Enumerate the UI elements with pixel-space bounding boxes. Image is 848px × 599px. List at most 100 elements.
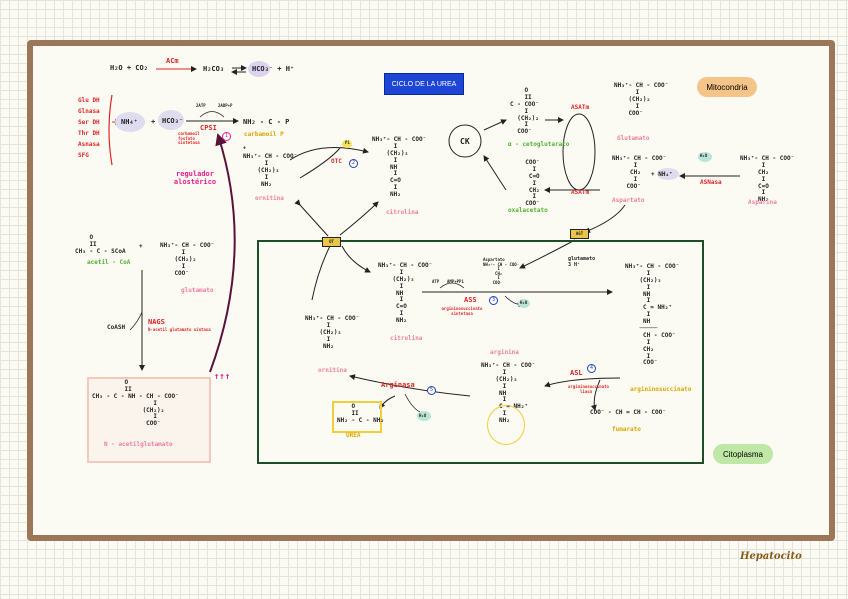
cpsi-note: carbamoil fosfato sintetasa xyxy=(178,131,200,146)
plus-ornithine: + xyxy=(243,145,247,151)
otc-label: OTC xyxy=(331,158,342,165)
asl-arrow xyxy=(544,377,621,388)
nh4-highlight xyxy=(115,112,145,132)
alpha-kg-formula: O II C - COO⁻ I (CH₂)₂ I COO⁻ xyxy=(510,87,539,136)
ornithine-top-name: ornitina xyxy=(255,195,284,202)
argininosuccinate-formula: NH₃⁺- CH - COO⁻ I (CH₂)₃ I NH I C = NH₂⁺… xyxy=(625,263,680,367)
carbonic-acid-text: H₂CO₃ xyxy=(203,65,225,73)
agt-transporter: AGT xyxy=(570,229,589,239)
ot-transporter: OT xyxy=(322,237,341,247)
fumarate-formula: COO⁻ - CH = CH - COO⁻ xyxy=(590,409,666,416)
regulator-arrow xyxy=(209,133,236,373)
asparagine-name: Asparina xyxy=(748,199,777,206)
pi-label: Pi xyxy=(345,140,350,145)
arginasa-h2o-highlight xyxy=(417,411,431,421)
nags-label: NAGS xyxy=(148,318,165,326)
acetyl-plus: + xyxy=(139,243,143,250)
nags-note: N-acetil glutamato sintasa xyxy=(148,327,211,332)
cpsi-label: CPSI xyxy=(200,124,217,132)
nh4-highlight-2 xyxy=(657,168,679,180)
ass-h2o: H₂O xyxy=(520,300,528,305)
otc-number: 2 xyxy=(349,159,358,168)
aspartate-mito-formula: NH₃⁺- CH - COO⁻ I CH₂ I COO⁻ xyxy=(612,155,667,190)
ass-number: 3 xyxy=(489,296,498,305)
ass-atp: ATP xyxy=(432,279,440,284)
nh4-text: NH₄⁺ xyxy=(121,118,138,126)
adp-label: 2ADP+P xyxy=(218,103,233,108)
arginine-name: arginina xyxy=(490,349,519,356)
cytoplasm-region xyxy=(257,240,704,464)
coash-label: CoASH xyxy=(107,324,126,331)
acm-label: ACm xyxy=(166,57,179,65)
arginasa-arrow xyxy=(349,374,471,397)
glutamate-mito-name: Glutamato xyxy=(617,135,650,142)
activator-item: Ser DH xyxy=(78,119,100,126)
nag-formula: O II CH₃ - C - NH - CH - COO⁻ I (CH₂)₂ I… xyxy=(92,379,179,428)
aspartate-mito-name: Aspartato xyxy=(612,197,645,204)
asparagine-formula: NH₃⁺- CH - COO⁻ I CH₂ I C=O I NH₂ xyxy=(740,155,795,204)
fumarate-name: fumarato xyxy=(612,426,641,433)
carbamoyl-name: carbamoil P xyxy=(244,131,284,138)
arginasa-label: Arginasa xyxy=(381,381,415,389)
aspartate-cyto-formula: Aspartato NH₃⁺- CH - COO⁻ I CH₂ I COO⁻ xyxy=(483,257,520,285)
citrulline-top-name: citrulina xyxy=(386,209,419,216)
glutamate-sub-name: glutamato xyxy=(181,287,214,294)
argininosuccinate-name: argininosuccinato xyxy=(630,386,692,393)
asnasa-h2o: H₂O xyxy=(700,153,708,158)
ass-label: ASS xyxy=(464,296,477,304)
nag-upregulation-arrows: ↑↑↑ xyxy=(214,372,231,382)
acetyl-coa-name: acetil - CoA xyxy=(87,259,131,266)
activator-bracket xyxy=(108,94,113,166)
mitochondria-label: Mitocondria xyxy=(697,77,757,97)
nag-box xyxy=(87,377,211,463)
hepatocyte-label: Hepatocito xyxy=(740,551,802,562)
guanidino-highlight xyxy=(487,405,525,445)
citrulline-cyto-formula: NH₃⁺- CH - COO⁻ I (CH₂)₃ I NH I C=O I NH… xyxy=(378,262,433,325)
asat-cycle xyxy=(562,113,596,191)
activator-item: Glnasa xyxy=(78,108,100,115)
cytoplasm-label: Citoplasma xyxy=(713,444,773,464)
hco3-highlight-2 xyxy=(158,110,184,130)
glutamate-mito-formula: NH₃⁺- CH - COO⁻ I (CH₂)₂ I COO⁻ xyxy=(614,82,669,117)
urea-formula: O II NH₂ - C - NH₂ xyxy=(337,403,384,424)
carbamoyl-formula: NH₂ - C - P xyxy=(243,118,290,126)
ass-h2o-highlight xyxy=(518,299,530,308)
citrulline-cyto-name: citrulina xyxy=(390,335,423,342)
glutamate-sub-formula: NH₃⁺- CH - COO⁻ I (CH₂)₂ I COO⁻ xyxy=(160,242,215,277)
regulator-label: regulador alostérico xyxy=(173,170,217,187)
asl-note: argininosuccinato liasa xyxy=(568,384,609,394)
ass-amp: AMP+PPi xyxy=(447,279,464,284)
activator-item: Glu DH xyxy=(78,97,100,104)
asatm-bottom-label: ASATm xyxy=(571,189,590,196)
asl-label: ASL xyxy=(570,369,583,377)
asl-number: 4 xyxy=(587,364,596,373)
reactants-text: H₂O + CO₂ xyxy=(110,64,148,72)
asnasa-label: ASNasa xyxy=(700,179,722,186)
oxaloacetate-name: oxalacetato xyxy=(508,207,548,214)
arginasa-h2o: H₂O xyxy=(419,413,427,418)
asnasa-nh4: + NH₄⁺ xyxy=(651,171,673,178)
acetyl-coa-formula: O II CH₃ - C - SCoA xyxy=(75,234,126,255)
ornithine-cyto-formula: NH₃⁺- CH - COO⁻ I (CH₂)₃ I NH₂ xyxy=(305,315,360,350)
activator-item: Thr DH xyxy=(78,130,100,137)
atp-label: 2ATP xyxy=(196,103,206,108)
diagram-title: CICLO DE LA UREA xyxy=(384,73,464,95)
plus-sign: + xyxy=(151,118,156,126)
cyto-glutamate-label: glutamato 3 H⁺ xyxy=(568,256,596,268)
urea-box xyxy=(332,401,382,433)
activator-item: SFG xyxy=(78,152,89,159)
otc-arrow xyxy=(289,147,369,161)
citrulline-top-formula: NH₃⁺- CH - COO⁻ I (CH₂)₃ I NH I C=O I NH… xyxy=(372,136,427,199)
bicarbonate-text: HCO₃⁻ + H⁺ xyxy=(252,65,295,73)
ornithine-cyto-name: ornitina xyxy=(318,367,347,374)
cpsi-number: 1 xyxy=(222,132,231,141)
ass-note: argininosuccinato sintetasa xyxy=(441,306,483,316)
oxaloacetate-formula: COO⁻ I C=O I CH₂ I COO⁻ xyxy=(525,159,540,208)
urea-name: UREA xyxy=(346,432,361,439)
pi-highlight xyxy=(342,140,352,148)
h2o-highlight xyxy=(698,152,712,162)
asatm-top-label: ASATm xyxy=(571,104,590,111)
arginasa-number: 5 xyxy=(427,386,436,395)
activator-item: Asnasa xyxy=(78,141,100,148)
